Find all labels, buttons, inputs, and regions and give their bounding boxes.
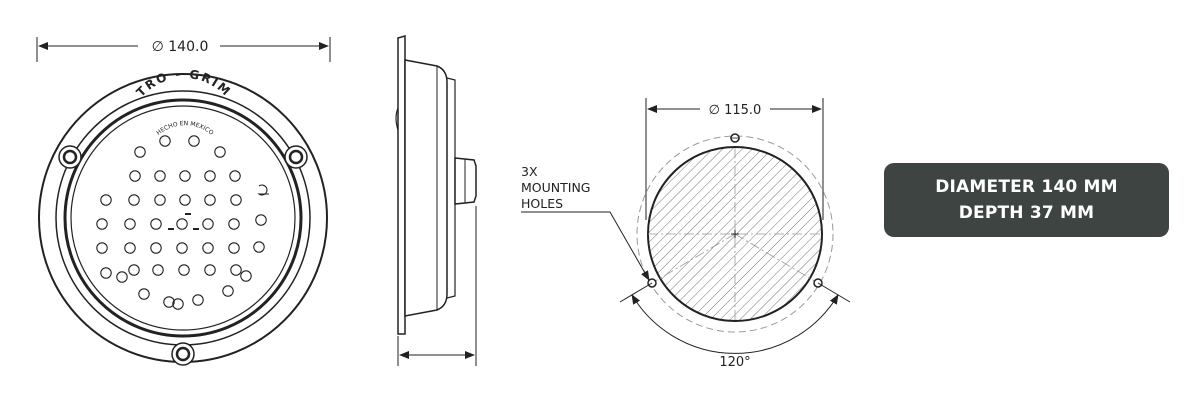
lens-notch: [257, 184, 269, 196]
led-dot: [96, 242, 108, 254]
angle-label: 120°: [719, 355, 750, 370]
spec-diameter: DIAMETER 140 MM: [935, 177, 1118, 197]
mounting-holes-callout: 3X MOUNTING HOLES: [521, 164, 650, 281]
spec-card: DIAMETER 140 MM DEPTH 37 MM: [884, 163, 1169, 237]
angle-dimension: 120°: [619, 282, 851, 370]
led-dot: [240, 270, 252, 282]
led-dot: [163, 296, 175, 308]
callout-line-2: MOUNTING: [521, 180, 590, 195]
brand-text: TRO - GRIM: [134, 67, 235, 100]
led-dot: [228, 242, 240, 254]
screw-hole-top-right: [284, 145, 308, 169]
led-dot: [154, 194, 166, 206]
led-dot: [116, 271, 128, 283]
led-dot: [150, 218, 162, 230]
led-dot: [124, 242, 136, 254]
spec-depth: DEPTH 37 MM: [958, 203, 1095, 223]
lens-ring: [63, 98, 303, 338]
side-step: [446, 77, 456, 299]
led-dot: [134, 146, 146, 158]
led-dot: [229, 170, 241, 182]
led-dot: [124, 218, 136, 230]
led-dot: [179, 170, 191, 182]
led-dot: [159, 135, 171, 147]
depth-dimension: [397, 206, 477, 366]
led-dot: [128, 264, 140, 276]
callout-line-1: 3X: [521, 164, 538, 179]
led-dot: [202, 218, 214, 230]
led-dot: [188, 135, 200, 147]
led-dot: [230, 264, 242, 276]
front-diameter-label: ∅ 140.0: [152, 39, 209, 55]
mounting-diameter-dimension: ∅ 115.0: [645, 98, 824, 220]
mounting-hole-top: [730, 133, 740, 143]
led-dot: [100, 194, 112, 206]
led-dot: [179, 194, 191, 206]
side-flange: [397, 35, 406, 335]
led-dot: [176, 242, 188, 254]
led-dot: [222, 285, 234, 297]
led-dot: [202, 242, 214, 254]
led-dot: [192, 294, 204, 306]
mounting-view: ∅ 115.0 3X MOUNTING HOLES: [521, 98, 851, 370]
led-dot: [255, 214, 267, 226]
led-dot: [152, 264, 164, 276]
front-diameter-dimension: ∅ 140.0: [36, 37, 331, 62]
led-dot: [154, 170, 166, 182]
led-dot: [253, 241, 265, 253]
led-dot: [228, 218, 240, 230]
outer-flange: [38, 73, 328, 363]
led-dot: [150, 242, 162, 254]
led-dot: [214, 146, 226, 158]
flange-inner-edge: [55, 90, 311, 346]
led-dot: [129, 170, 141, 182]
made-in-text: HECHO EN MEXICO: [155, 120, 215, 137]
led-dot: [230, 194, 242, 206]
side-body: [404, 59, 448, 317]
side-view: [395, 35, 477, 366]
led-dot: [204, 170, 216, 182]
led-dot: [172, 298, 184, 310]
front-view: ∅ 140.0 TRO - GRIM HECHO EN MEXICO: [36, 37, 331, 366]
screw-hole-bottom: [171, 342, 195, 366]
led-dot: [178, 264, 190, 276]
callout-line-3: HOLES: [521, 196, 563, 211]
led-dot-grid: [96, 135, 269, 310]
led-dot: [128, 194, 140, 206]
led-dot: [204, 194, 216, 206]
bolt-circle: [636, 135, 834, 333]
screw-hole-top-left: [58, 145, 82, 169]
mounting-diameter-label: ∅ 115.0: [709, 103, 762, 118]
led-dot: [204, 264, 216, 276]
led-dot: [176, 218, 188, 230]
led-dot: [100, 267, 112, 279]
led-dot: [96, 218, 108, 230]
led-dot: [138, 288, 150, 300]
lens-ring-inner: [70, 105, 296, 331]
